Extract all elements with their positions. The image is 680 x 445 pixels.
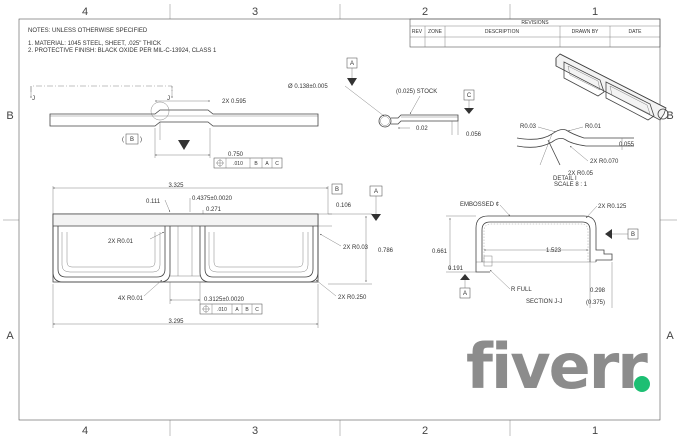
revisions-table: REVISIONS REV ZONE DESCRIPTION DRAWN BY … bbox=[409, 18, 661, 48]
dim-3295: 3.295 bbox=[168, 319, 184, 325]
datum-b-front: B bbox=[130, 137, 134, 143]
revisions-col-drawn-by: DRAWN BY bbox=[572, 29, 599, 35]
fcf-front-datum-2: A bbox=[265, 161, 269, 167]
section-r0125: 2X R0.125 bbox=[598, 204, 627, 210]
fcf-top-datum-1: A bbox=[235, 307, 239, 313]
section-dim-0191: 0.191 bbox=[448, 266, 464, 272]
dim-002: 0.02 bbox=[416, 126, 428, 132]
dim-2x-r003: 2X R0.03 bbox=[343, 245, 369, 251]
notes-line-1: 1. MATERIAL: 1045 STEEL, SHEET, .025" TH… bbox=[28, 41, 161, 47]
zone-top-3: 3 bbox=[252, 6, 258, 18]
dim-0106: 0.106 bbox=[336, 203, 352, 209]
fcf-top-tolerance: .010 bbox=[217, 307, 227, 313]
section-r-full: R FULL bbox=[511, 287, 532, 293]
zone-bottom-2: 2 bbox=[422, 425, 428, 437]
datum-b-top: B bbox=[335, 187, 339, 193]
section-title: SECTION J-J bbox=[526, 299, 562, 305]
zone-ticks bbox=[3, 4, 677, 436]
fcf-top-datum-2: B bbox=[245, 307, 249, 313]
zone-right-a: A bbox=[666, 330, 674, 342]
zone-top-2: 2 bbox=[422, 6, 428, 18]
zone-top-4: 4 bbox=[82, 6, 88, 18]
fcf-front-datum-3: C bbox=[275, 161, 279, 167]
section-mark-left: J bbox=[32, 96, 35, 102]
zone-left-b: B bbox=[6, 110, 13, 122]
datum-paren: ) bbox=[140, 137, 142, 143]
dim-2x-r0250: 2X R0.250 bbox=[338, 295, 367, 301]
revisions-col-description: DESCRIPTION bbox=[485, 29, 520, 35]
section-dim-0298: 0.298 bbox=[590, 288, 606, 294]
datum-paren: ( bbox=[122, 137, 124, 143]
datum-c-end: C bbox=[467, 93, 472, 99]
detail-r001: R0.01 bbox=[585, 124, 602, 130]
detail-view: R0.03 R0.01 0.055 2X R0.070 2X R0.05 DET… bbox=[516, 124, 635, 188]
front-view: J J 2X 0.595 B ( ) 0.750 .010 B bbox=[30, 85, 319, 169]
section-mark-right: J bbox=[167, 96, 170, 102]
isometric-view bbox=[555, 53, 669, 121]
section-view: EMBOSSED ¢ 2X R0.125 B 0.661 1.523 0.191… bbox=[432, 202, 639, 308]
fcf-front-tolerance: .010 bbox=[233, 161, 243, 167]
dim-4x-r001: 4X R0.01 bbox=[118, 296, 144, 302]
notes-heading: NOTES: UNLESS OTHERWISE SPECIFIED bbox=[28, 28, 148, 34]
detail-scale: SCALE 8 : 1 bbox=[554, 182, 588, 188]
section-dim-1523: 1.523 bbox=[546, 248, 562, 254]
watermark-dot bbox=[634, 376, 650, 392]
revisions-col-rev: REV bbox=[412, 29, 423, 35]
end-view: A Ø 0.138±0.005 (0.025) STOCK C 0.02 0.0… bbox=[288, 57, 482, 138]
dim-2x-0595: 2X 0.595 bbox=[222, 99, 247, 105]
dim-0056: 0.056 bbox=[466, 132, 482, 138]
dim-3325: 3.325 bbox=[168, 183, 184, 189]
datum-b-section: B bbox=[631, 232, 635, 238]
datum-a-section: A bbox=[463, 291, 467, 297]
notes-block: NOTES: UNLESS OTHERWISE SPECIFIED 1. MAT… bbox=[28, 28, 217, 54]
dim-04375: 0.4375±0.0020 bbox=[192, 196, 233, 202]
zone-left-a: A bbox=[6, 330, 14, 342]
detail-r005: 2X R0.05 bbox=[568, 171, 594, 177]
fcf-front-datum-1: B bbox=[254, 161, 258, 167]
dim-2x-r001: 2X R0.01 bbox=[108, 239, 134, 245]
detail-r0070: 2X R0.070 bbox=[590, 159, 619, 165]
dim-0750: 0.750 bbox=[228, 152, 244, 158]
dim-stock: (0.025) STOCK bbox=[396, 89, 437, 95]
zone-right-b: B bbox=[666, 110, 673, 122]
section-dim-0661: 0.661 bbox=[432, 249, 448, 255]
datum-a-top: A bbox=[374, 189, 378, 195]
zone-top-1: 1 bbox=[592, 6, 598, 18]
watermark: fiverr bbox=[466, 312, 658, 418]
drawing-border bbox=[18, 18, 661, 421]
revisions-title: REVISIONS bbox=[521, 20, 549, 26]
top-view: 3.325 B 0.111 0.4375±0.0020 0.271 0.106 … bbox=[52, 183, 394, 328]
dim-03125: 0.3125±0.0020 bbox=[204, 297, 245, 303]
section-dim-0375: (0.375) bbox=[586, 300, 605, 306]
detail-title: DETAIL I bbox=[553, 176, 577, 182]
detail-r003: R0.03 bbox=[520, 124, 537, 130]
fcf-top-datum-3: C bbox=[255, 307, 259, 313]
watermark-text: fiverr bbox=[466, 330, 648, 403]
fcf-top: .010 A B C bbox=[199, 303, 263, 315]
detail-dim-0055: 0.055 bbox=[619, 142, 635, 148]
dim-0111: 0.111 bbox=[146, 199, 161, 205]
notes-line-2: 2. PROTECTIVE FINISH: BLACK OXIDE PER MI… bbox=[28, 48, 217, 54]
zone-bottom-4: 4 bbox=[82, 425, 88, 437]
datum-a-end: A bbox=[350, 61, 354, 67]
section-embossed: EMBOSSED ¢ bbox=[460, 202, 499, 208]
dim-hole-dia: Ø 0.138±0.005 bbox=[288, 84, 328, 90]
dim-0786: 0.786 bbox=[378, 248, 394, 254]
zone-bottom-3: 3 bbox=[252, 425, 258, 437]
revisions-col-date: DATE bbox=[629, 29, 643, 35]
detail-circle bbox=[150, 101, 170, 121]
zone-bottom-1: 1 bbox=[592, 425, 598, 437]
fcf-front: .010 B A C bbox=[213, 157, 283, 169]
dim-0271: 0.271 bbox=[206, 207, 222, 213]
revisions-col-zone: ZONE bbox=[428, 29, 443, 35]
